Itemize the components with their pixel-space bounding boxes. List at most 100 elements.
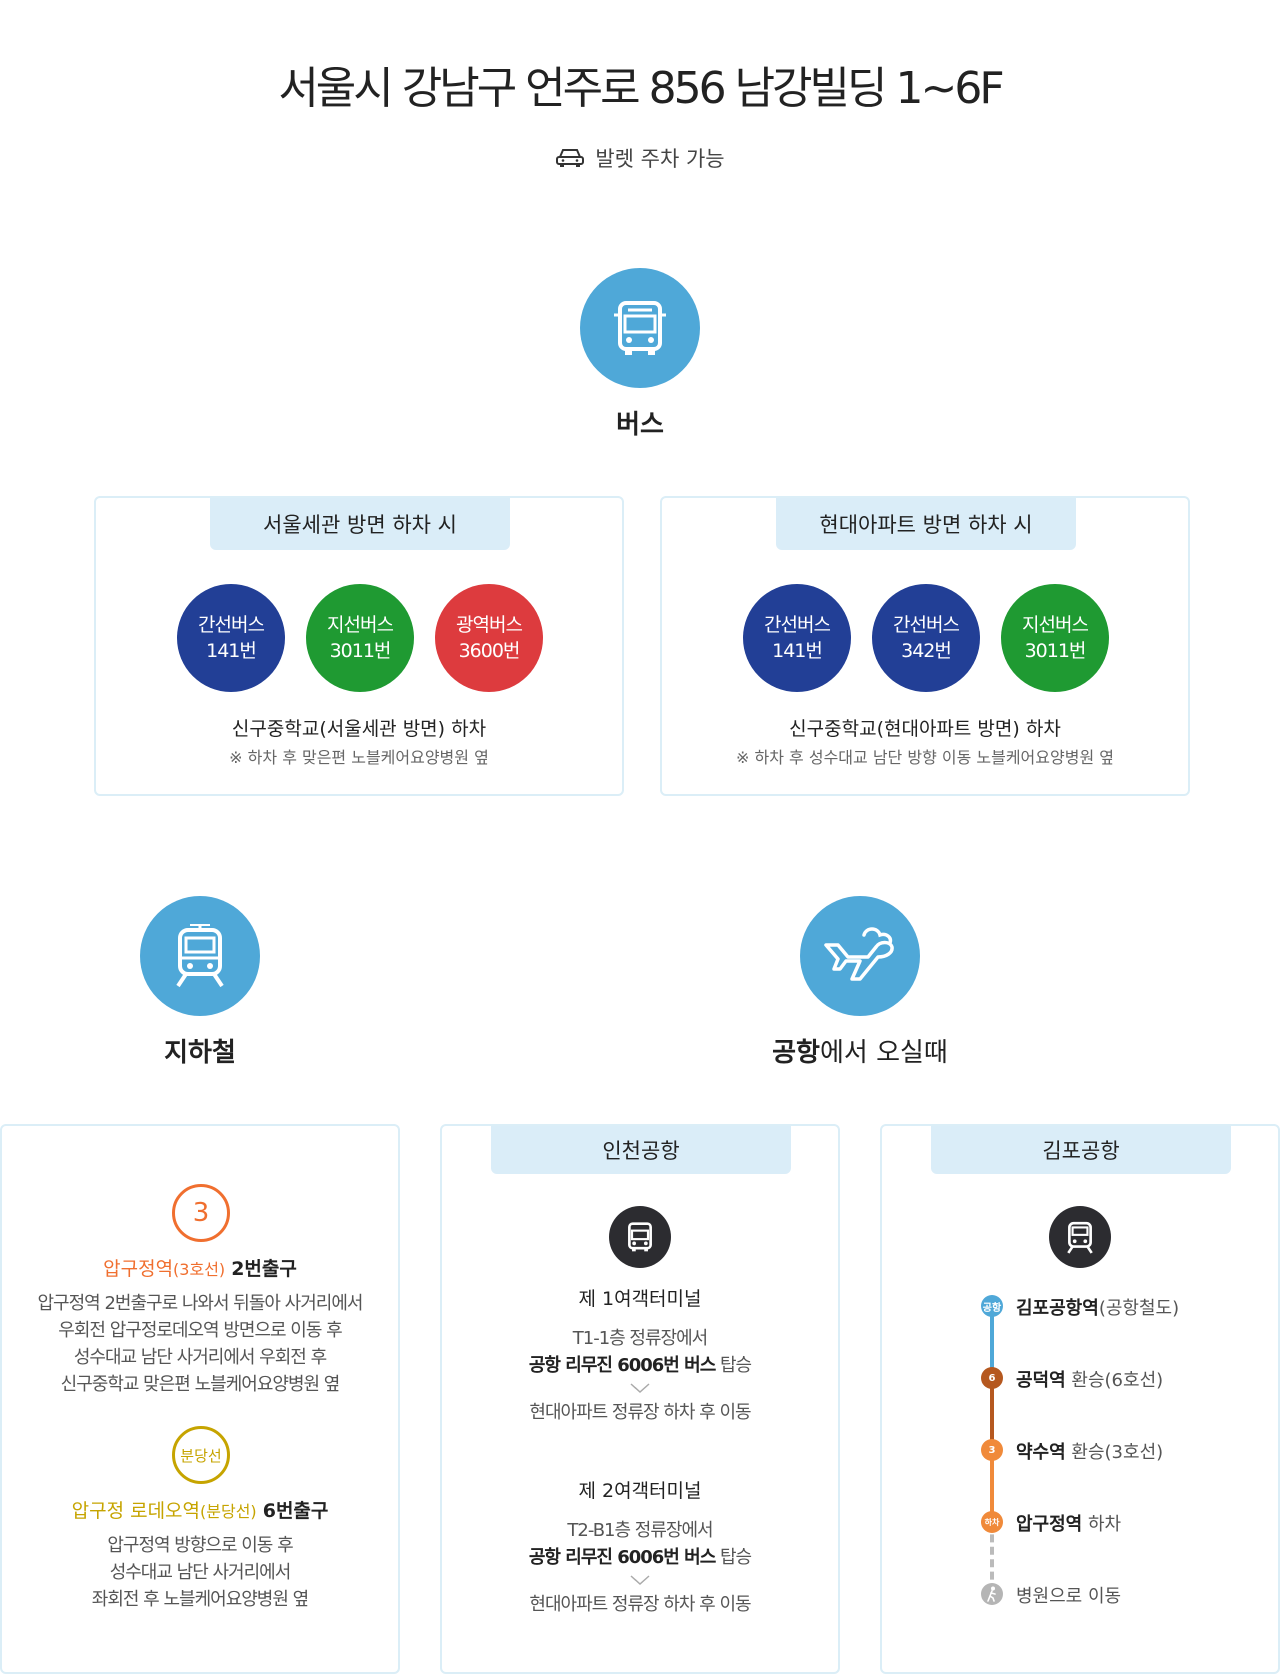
address-title: 서울시 강남구 언주로 856 남강빌딩 1~6F	[278, 63, 1004, 114]
line3-exit-title: 압구정역(3호선) 2번출구	[2, 1254, 398, 1281]
route-step: 병원으로 이동	[1016, 1582, 1121, 1608]
bus-stop-note: ※ 하차 후 성수대교 남단 방향 이동 노블케어요양병원 옆	[736, 748, 1114, 767]
bus-number: 342번	[901, 640, 952, 662]
bus-badge-342: 간선버스 342번	[872, 584, 980, 692]
bus-icon	[580, 268, 700, 388]
bus-number: 3011번	[329, 640, 392, 662]
line3-station: 압구정역	[103, 1258, 174, 1280]
route-desc: 병원으로 이동	[1016, 1586, 1122, 1607]
route-badge-airport: 공항	[981, 1295, 1003, 1317]
route-badge-line6: 6	[981, 1367, 1003, 1389]
route-step: 약수역 환승(3호선)	[1016, 1438, 1163, 1464]
bus-type: 간선버스	[198, 614, 265, 636]
incheon-tab: 인천공항	[491, 1126, 791, 1174]
route-station: 공덕역	[1016, 1370, 1066, 1391]
direction-line: 성수대교 남단 사거리에서	[109, 1562, 292, 1583]
route-desc: 하차	[1082, 1514, 1122, 1535]
route-station: 압구정역	[1016, 1514, 1083, 1535]
bundang-station: 압구정 로데오역	[71, 1500, 201, 1522]
bus-card-seoul-customs: 서울세관 방면 하차 시 간선버스 141번 지선버스 3011번 광역버스 3…	[94, 496, 624, 796]
terminal-bus: 공항 리무진 6006번 버스	[528, 1355, 716, 1376]
bus-badge-3600: 광역버스 3600번	[435, 584, 543, 692]
terminal-board: 탑승	[715, 1547, 752, 1568]
train-icon	[140, 896, 260, 1016]
terminal-bus: 공항 리무진 6006번 버스	[528, 1547, 716, 1568]
parking-info: 발렛 주차 가능	[0, 143, 1280, 173]
chevron-down-icon	[442, 1571, 838, 1591]
terminal-stop: T2-B1층 정류장에서	[567, 1520, 713, 1541]
route-step: 공덕역 환승(6호선)	[1016, 1366, 1163, 1392]
line3-line: (3호선)	[173, 1260, 226, 1279]
incheon-airport-card: 인천공항 제 1여객터미널 T1-1층 정류장에서 공항 리무진 6006번 버…	[440, 1124, 840, 1674]
direction-line: 성수대교 남단 사거리에서 우회전 후	[73, 1347, 327, 1368]
bus-badge-3011: 지선버스 3011번	[1001, 584, 1109, 692]
bus-type: 지선버스	[1022, 614, 1089, 636]
gimpo-airport-card: 김포공항 공항 김포공항역(공항철도) 6 공덕역 환승(6호선) 3 약수역 …	[880, 1124, 1280, 1674]
route-step: 압구정역 하차	[1016, 1510, 1121, 1536]
bus-badge-141: 간선버스 141번	[743, 584, 851, 692]
bus-card-tab: 현대아파트 방면 하차 시	[776, 498, 1076, 550]
airplane-icon	[800, 896, 920, 1016]
direction-line: 좌회전 후 노블케어요양병원 옆	[91, 1589, 309, 1610]
bundang-badge: 분당선	[172, 1426, 230, 1484]
line3-badge: 3	[172, 1184, 230, 1242]
bus-card-tab: 서울세관 방면 하차 시	[210, 498, 510, 550]
route-badge-line3: 3	[981, 1439, 1003, 1461]
route-station: 김포공항역	[1016, 1298, 1099, 1319]
bus-type: 광역버스	[456, 614, 523, 636]
route-badge-getoff: 하차	[981, 1511, 1003, 1533]
bus-section-title: 버스	[616, 410, 664, 440]
direction-line: 신구중학교 맞은편 노블케어요양병원 옆	[60, 1374, 341, 1395]
terminal-after: 현대아파트 정류장 하차 후 이동	[529, 1402, 751, 1423]
bus-type: 간선버스	[764, 614, 831, 636]
terminal-board: 탑승	[715, 1355, 752, 1376]
direction-line: 압구정역 방향으로 이동 후	[107, 1535, 293, 1556]
airport-section-title: 공항에서 오실때	[700, 1032, 1020, 1069]
bus-badge-3011: 지선버스 3011번	[306, 584, 414, 692]
terminal-name: 제 1여객터미널	[578, 1288, 702, 1310]
subway-card: 3 압구정역(3호선) 2번출구 압구정역 2번출구로 나와서 뒤돌아 사거리에…	[0, 1124, 400, 1674]
route-desc: 환승(3호선)	[1065, 1442, 1164, 1463]
chevron-down-icon	[442, 1379, 838, 1399]
bundang-line: (분당선)	[200, 1502, 257, 1521]
terminal-2: 제 2여객터미널 T2-B1층 정류장에서 공항 리무진 6006번 버스 탑승…	[442, 1476, 838, 1618]
route-desc: (공항철도)	[1098, 1298, 1180, 1319]
bus-number: 141번	[206, 640, 257, 662]
route-station: 약수역	[1016, 1442, 1066, 1463]
bus-type: 간선버스	[893, 614, 960, 636]
terminal-1: 제 1여객터미널 T1-1층 정류장에서 공항 리무진 6006번 버스 탑승 …	[442, 1284, 838, 1426]
bus-badge-141: 간선버스 141번	[177, 584, 285, 692]
route-line-3	[990, 1450, 994, 1520]
parking-label: 발렛 주차 가능	[595, 147, 725, 171]
route-desc: 환승(6호선)	[1065, 1370, 1164, 1391]
airport-title-bold: 공항	[772, 1038, 820, 1068]
line3-exit: 2번출구	[231, 1258, 297, 1280]
bundang-exit-title: 압구정 로데오역(분당선) 6번출구	[2, 1496, 398, 1523]
direction-line: 압구정역 2번출구로 나와서 뒤돌아 사거리에서	[37, 1293, 364, 1314]
route-line-walk	[990, 1522, 994, 1592]
train-icon	[1049, 1206, 1111, 1268]
bus-number: 3011번	[1024, 640, 1087, 662]
bus-icon	[609, 1206, 671, 1268]
car-icon	[556, 149, 585, 167]
bus-number: 3600번	[458, 640, 521, 662]
bus-type: 지선버스	[327, 614, 394, 636]
route-line-6	[990, 1378, 994, 1448]
subway-section-title: 지하철	[164, 1038, 236, 1068]
terminal-name: 제 2여객터미널	[578, 1480, 702, 1502]
bus-number: 141번	[772, 640, 823, 662]
bus-card-hyundai-apt: 현대아파트 방면 하차 시 간선버스 141번 간선버스 342번 지선버스 3…	[660, 496, 1190, 796]
route-line-airport-rail	[990, 1306, 994, 1376]
direction-line: 우회전 압구정로데오역 방면으로 이동 후	[58, 1320, 342, 1341]
bus-stop-name: 신구중학교(현대아파트 방면) 하차	[789, 718, 1061, 740]
walking-icon	[981, 1583, 1003, 1605]
terminal-after: 현대아파트 정류장 하차 후 이동	[529, 1594, 751, 1615]
airport-title-rest: 에서 오실때	[819, 1038, 948, 1068]
line3-directions: 압구정역 2번출구로 나와서 뒤돌아 사거리에서 우회전 압구정로데오역 방면으…	[2, 1290, 398, 1398]
gimpo-tab: 김포공항	[931, 1126, 1231, 1174]
terminal-stop: T1-1층 정류장에서	[572, 1328, 708, 1349]
bus-stop-name: 신구중학교(서울세관 방면) 하차	[231, 718, 487, 740]
bus-stop-note: ※ 하차 후 맞은편 노블케어요양병원 옆	[229, 748, 489, 767]
route-step: 김포공항역(공항철도)	[1016, 1294, 1179, 1320]
bundang-directions: 압구정역 방향으로 이동 후 성수대교 남단 사거리에서 좌회전 후 노블케어요…	[2, 1532, 398, 1613]
